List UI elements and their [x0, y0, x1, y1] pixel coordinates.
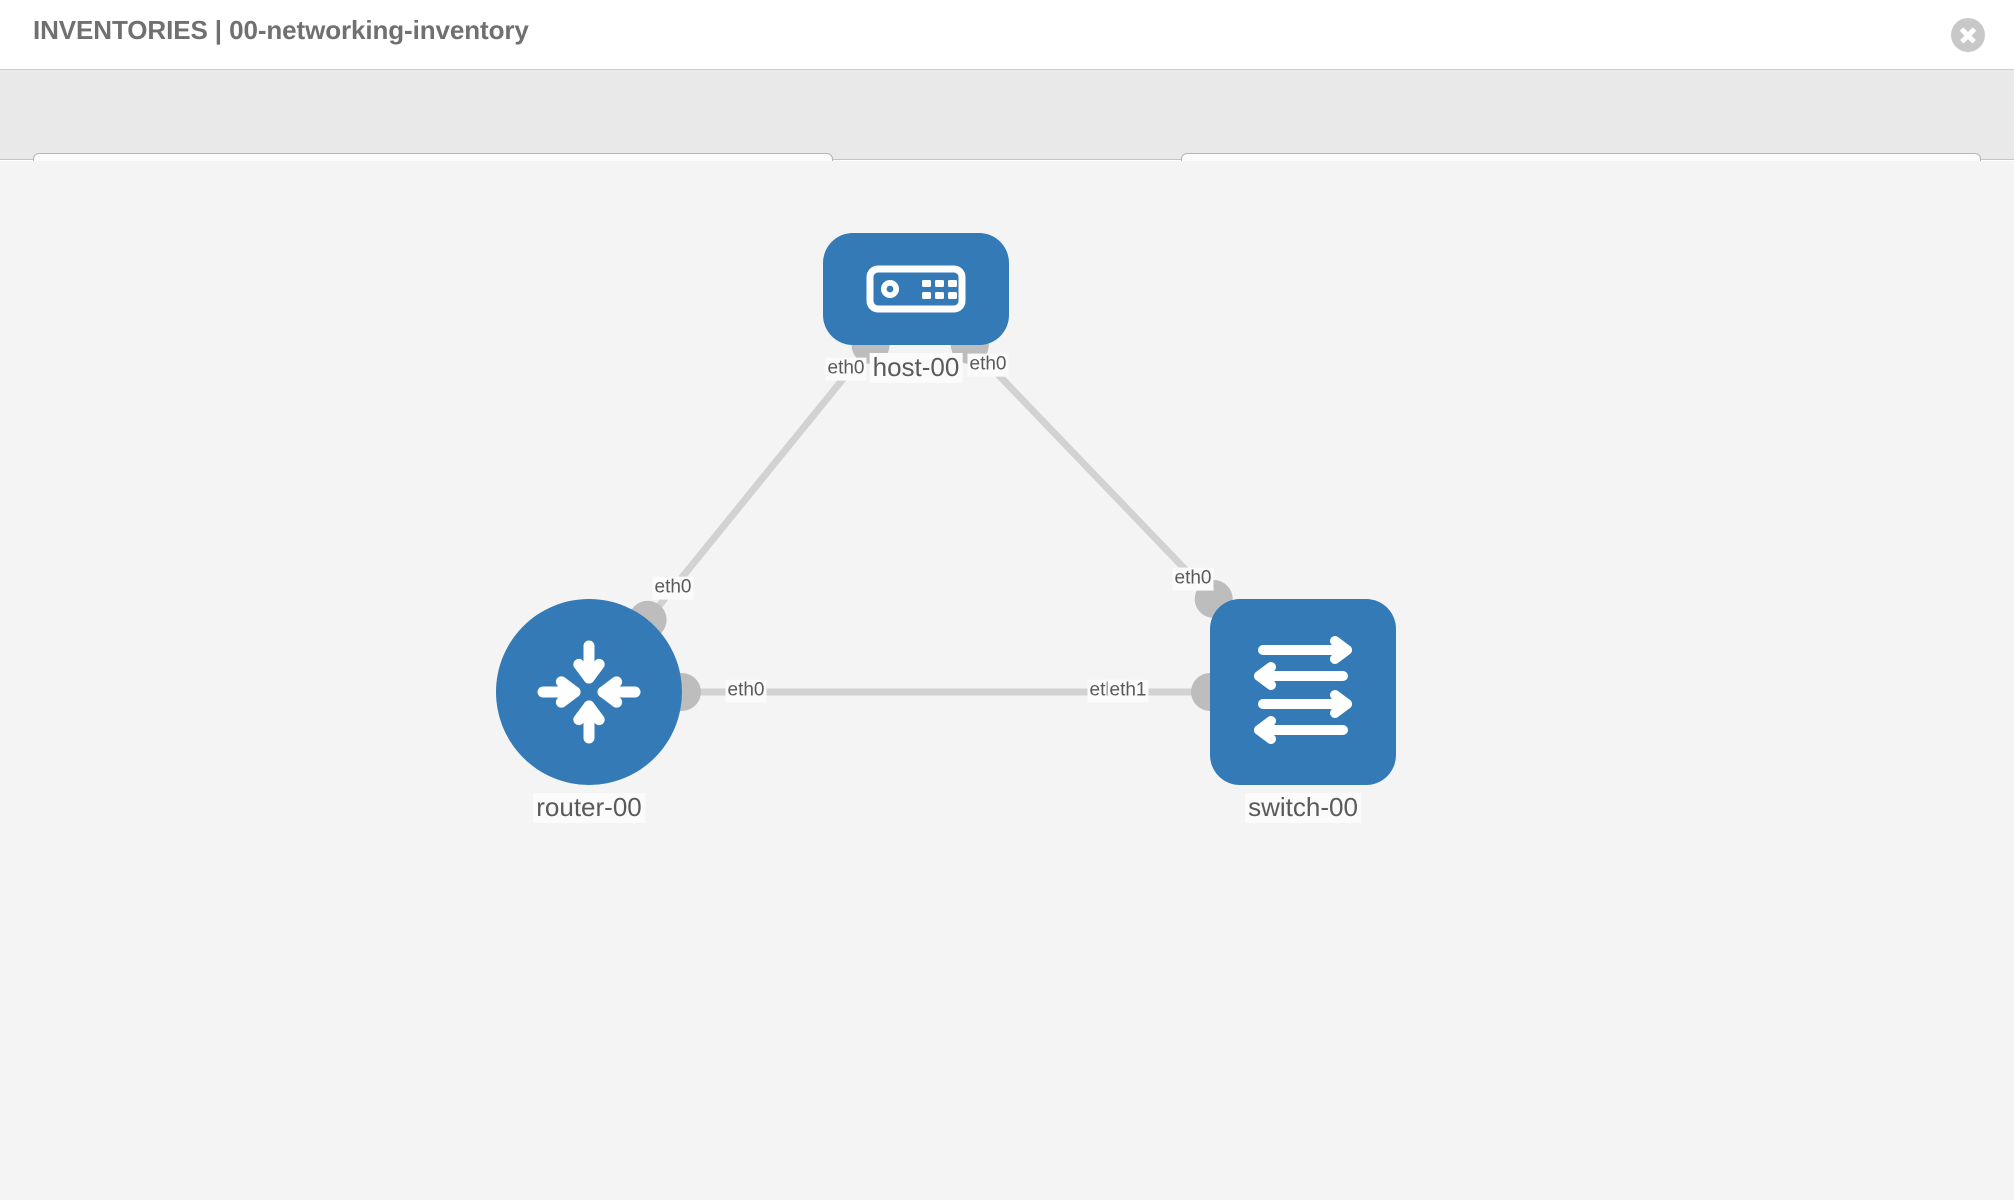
links-layer: [644, 341, 1218, 696]
toolbar: ACTIONS SEARCH: [0, 70, 2014, 208]
close-icon[interactable]: [1951, 18, 1985, 52]
page-header: INVENTORIES | 00-networking-inventory: [0, 0, 2014, 70]
node-label-router-00: router-00: [533, 792, 645, 823]
link-1-target-interface-label: eth0: [1172, 567, 1214, 591]
link-2-source-interface-label: eth0: [725, 679, 767, 703]
link-1-source-interface-label: eth0: [967, 353, 1009, 377]
link-0-source-interface-label: eth0: [825, 357, 867, 381]
page-title: INVENTORIES | 00-networking-inventory: [33, 15, 529, 45]
node-label-switch-00: switch-00: [1245, 792, 1361, 823]
link-2-target-interface-label: eth1: [1107, 679, 1149, 703]
nodes-layer: [496, 233, 1396, 785]
link-0-target-interface-label: eth0: [652, 576, 694, 600]
topology-graph: [496, 233, 1396, 785]
topology-canvas[interactable]: host-00 router-00 switch-00 eth0 eth0 eth0 eth…: [0, 161, 2014, 1200]
connectors-layer: [628, 326, 1233, 711]
node-label-host-00: host-00: [869, 352, 963, 383]
